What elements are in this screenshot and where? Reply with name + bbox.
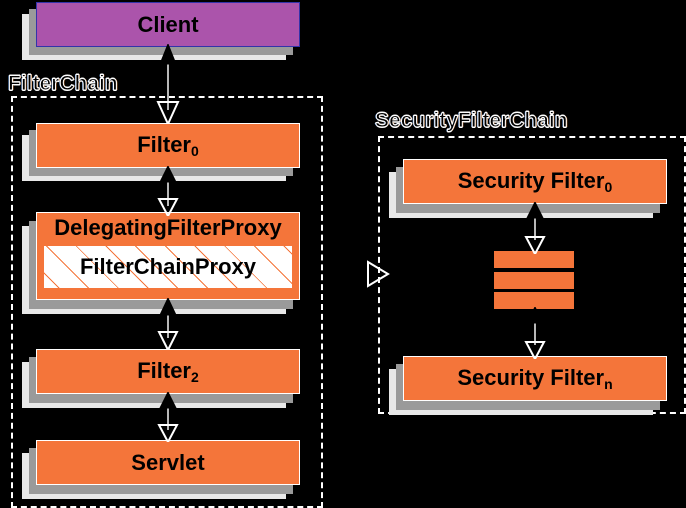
node-servlet[interactable]: Servlet xyxy=(36,440,300,485)
node-client[interactable]: Client xyxy=(36,2,300,47)
node-filter2[interactable]: Filter2 xyxy=(36,349,300,394)
group-label-filterchain: FilterChain xyxy=(8,72,119,95)
node-filter0[interactable]: Filter0 xyxy=(36,123,300,168)
ellipsis-bar-3 xyxy=(494,292,574,309)
edge-dfp-filter0 xyxy=(157,166,179,216)
node-security-filter-n-label: Security Filtern xyxy=(457,364,613,392)
node-filter0-subscript: 0 xyxy=(191,142,199,159)
edge-ellipsis-securityfilter0 xyxy=(524,202,546,254)
edge-filter0-client xyxy=(156,44,180,124)
ellipsis-bar-2 xyxy=(494,272,574,289)
node-servlet-label: Servlet xyxy=(131,449,205,475)
edge-servlet-filter2 xyxy=(157,392,179,442)
node-security-filter-n-subscript: n xyxy=(604,375,613,392)
edge-securityfiltern-ellipsis xyxy=(524,307,546,359)
node-filter2-text: Filter xyxy=(137,357,191,383)
node-filter-chain-proxy-label: FilterChainProxy xyxy=(79,254,257,279)
node-client-label: Client xyxy=(137,11,199,37)
ellipsis-bar-1 xyxy=(494,251,574,268)
node-security-filter0-text: Security Filter xyxy=(457,167,605,193)
edge-filterchainproxy-securityfilterchain xyxy=(367,260,390,288)
group-label-securityfilterchain: SecurityFilterChain xyxy=(375,109,569,132)
node-security-filter0-label: Security Filter0 xyxy=(457,167,613,195)
edge-filter2-filterchainproxy xyxy=(157,298,179,350)
node-security-filter-n[interactable]: Security Filtern xyxy=(403,356,667,401)
node-security-filter-n-text: Security Filter xyxy=(457,364,605,390)
node-filter2-subscript: 2 xyxy=(191,368,199,385)
node-filter2-label: Filter2 xyxy=(137,357,199,385)
node-filter0-text: Filter xyxy=(137,131,191,157)
node-filter0-label: Filter0 xyxy=(137,131,199,159)
node-filter-chain-proxy[interactable]: FilterChainProxy xyxy=(43,245,293,289)
node-security-filter0[interactable]: Security Filter0 xyxy=(403,159,667,204)
node-delegating-filter-proxy-label: DelegatingFilterProxy xyxy=(54,215,282,240)
node-security-filter0-subscript: 0 xyxy=(604,178,613,195)
node-delegating-filter-proxy[interactable]: DelegatingFilterProxy FilterChainProxy xyxy=(36,212,300,300)
